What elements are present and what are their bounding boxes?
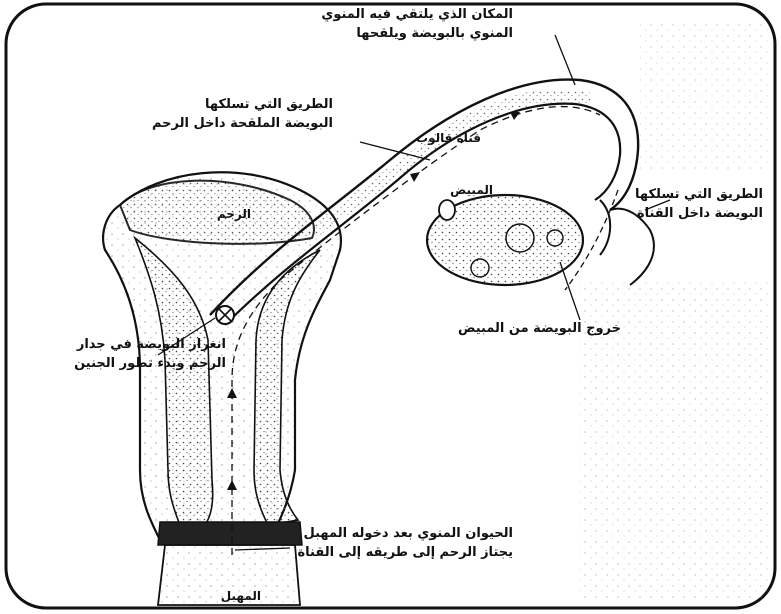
egg-in-tube: [439, 200, 455, 220]
label-ovulation: خروج البويضة من المبيض: [456, 320, 621, 339]
label-implantation: انغراز البويضة في جدار الرحم وبدء تطور ا…: [36, 336, 226, 374]
label-fallopian-tube: قناة فالوب: [341, 130, 481, 147]
label-fertilized-egg-path: الطريق التي تسلكها البويضة الملقحة داخل …: [113, 96, 333, 134]
label-vagina: المهبل: [201, 588, 261, 605]
cervix: [158, 522, 302, 545]
label-sperm-entry: الحيوان المنوي بعد دخوله المهبل يجتاز ال…: [283, 525, 513, 563]
label-egg-path-in-tube: الطريق التي تسلكها البويضة داخل القناة: [633, 186, 763, 224]
label-fertilization-site: المكان الذي يلتقي فيه المنوي المنوي بالب…: [303, 6, 513, 44]
label-ovary: المبيض: [433, 182, 493, 199]
label-uterus: الرحم: [171, 206, 251, 223]
